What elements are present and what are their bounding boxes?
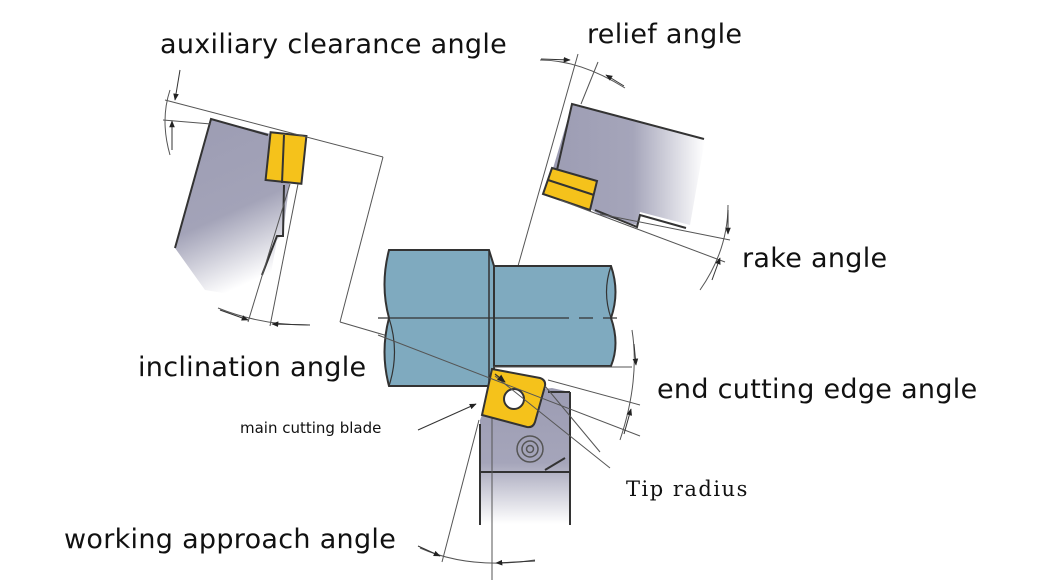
relief-angle-arc: [539, 59, 626, 89]
end-cutting-edge-arc: [619, 329, 635, 441]
label-end-cutting-edge-angle: end cutting edge angle: [657, 374, 978, 405]
workpiece-small-diameter: [493, 265, 617, 367]
main-cutting-blade-leader: [417, 403, 477, 431]
right-holder-outline: [556, 102, 705, 229]
label-relief-angle: relief angle: [587, 19, 743, 50]
rake-angle-arc: [699, 204, 729, 291]
label-main-cutting-blade: main cutting blade: [240, 419, 382, 437]
left-holder-outline: [174, 117, 285, 276]
right-insert: [541, 166, 599, 212]
center-reference-lines: [377, 329, 641, 566]
auxiliary-clearance-arc: [164, 89, 171, 156]
label-tip-radius: Tip radius: [626, 477, 749, 501]
right-tool-view: [489, 53, 731, 366]
label-auxiliary-clearance-angle: auxiliary clearance angle: [160, 29, 508, 60]
workpiece: [378, 249, 625, 387]
center-tool-holder: [479, 367, 571, 580]
left-insert: [264, 131, 308, 185]
clamp-screw-icon: [516, 435, 544, 463]
insert-hole: [503, 388, 525, 410]
working-approach-arc: [419, 547, 536, 564]
label-working-approach-angle: working approach angle: [64, 524, 397, 555]
left-tool-holder: [175, 119, 295, 300]
right-tool-holder: [545, 105, 705, 225]
label-inclination-angle: inclination angle: [138, 352, 367, 383]
label-rake-angle: rake angle: [742, 243, 888, 274]
